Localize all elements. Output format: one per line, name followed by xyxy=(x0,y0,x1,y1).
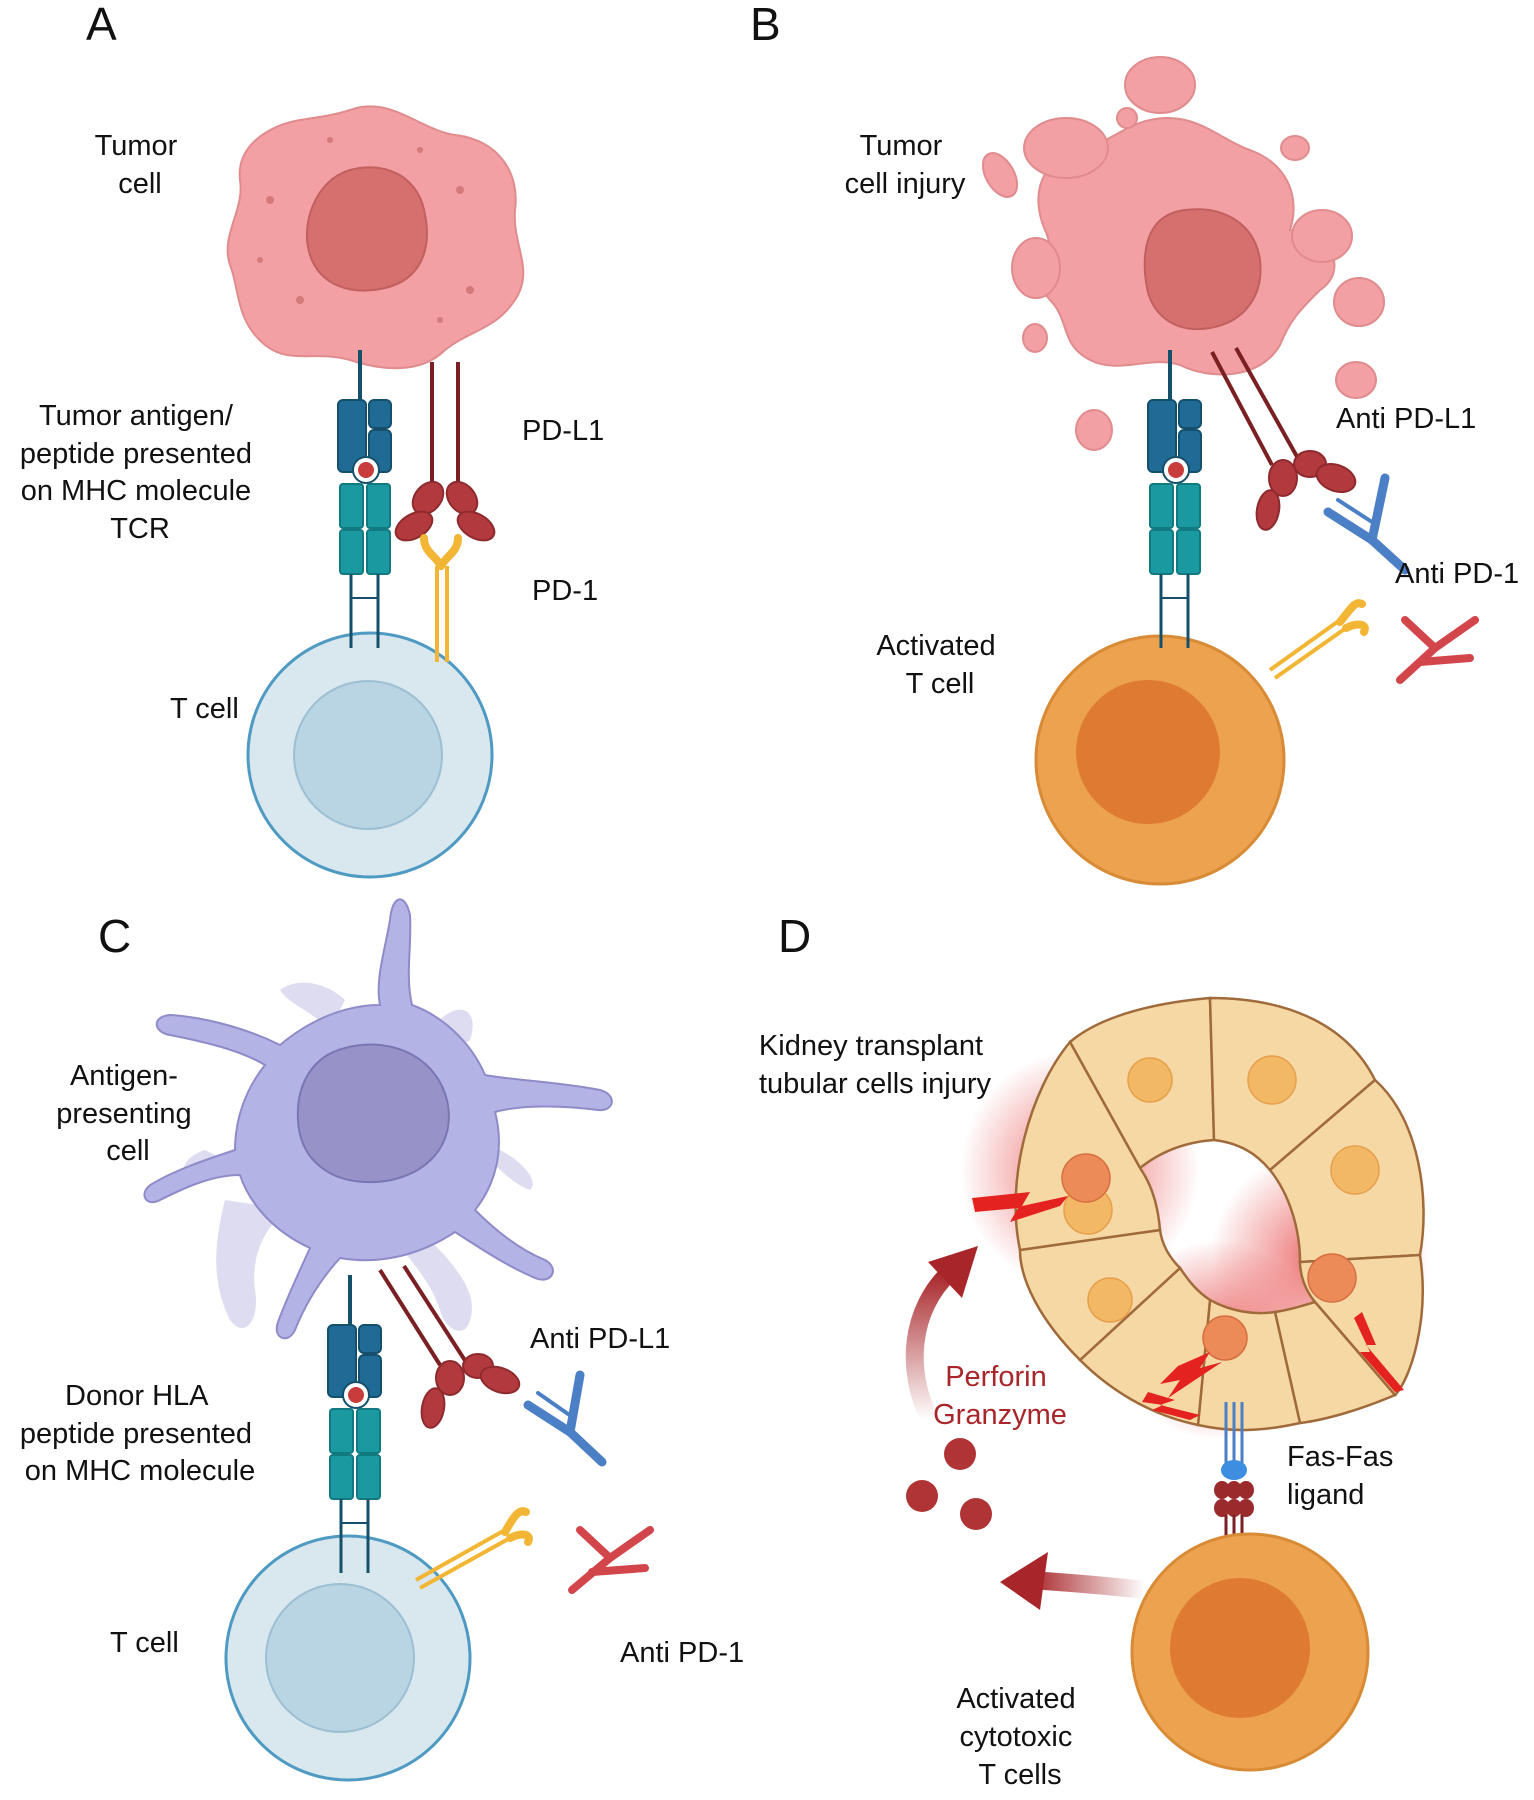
cytotoxic-t-cell xyxy=(1130,1532,1370,1772)
anti-pd1-antibody-c xyxy=(568,1526,654,1594)
cytotoxic-label: Activated cytotoxic T cells xyxy=(956,1683,1083,1791)
anti-pd1-label-c: Anti PD-1 xyxy=(620,1637,744,1669)
mhc-tcr-complex-b xyxy=(1146,348,1203,650)
tumor-cell-label: Tumor cell xyxy=(95,130,186,200)
panel-c: C Antigen- presenting cell T cell xyxy=(20,898,744,1782)
tumor-cell xyxy=(226,105,525,370)
pd1-receptor xyxy=(420,534,462,662)
tumor-nucleus xyxy=(305,166,428,292)
tumor-cell-injury xyxy=(981,56,1385,451)
pdl1-receptor-c xyxy=(378,1264,521,1429)
antigen-label: Tumor antigen/ peptide presented on MHC … xyxy=(20,400,260,545)
panel-d-letter: D xyxy=(778,910,811,962)
apc-label: Antigen- presenting cell xyxy=(56,1060,200,1167)
kidney-label: Kidney transplant tubular cells injury xyxy=(759,1030,992,1100)
pdl1-receptor xyxy=(394,362,496,542)
pd1-receptor-b xyxy=(1268,599,1369,680)
panel-c-letter: C xyxy=(98,910,131,962)
mhc-tcr-complex-c xyxy=(326,1273,383,1575)
injury-arrow xyxy=(905,1246,978,1425)
panel-d: D xyxy=(759,910,1430,1791)
apc-nucleus xyxy=(296,1043,450,1184)
anti-pdl1-label-c: Anti PD-L1 xyxy=(530,1323,670,1355)
lightning-icon xyxy=(972,1192,1404,1420)
anti-pd1-antibody-b xyxy=(1396,616,1479,684)
t-cell-label-c: T cell xyxy=(110,1627,179,1659)
pdl1-label: PD-L1 xyxy=(522,415,604,447)
t-cell-label: T cell xyxy=(170,693,239,725)
fas-label: Fas-Fas ligand xyxy=(1287,1441,1401,1511)
t-cell xyxy=(246,631,494,879)
pdl1-receptor-b xyxy=(1210,347,1357,531)
anti-pdl1-antibody-c xyxy=(523,1370,607,1467)
tumor-injury-label: Tumor cell injury xyxy=(845,130,966,200)
anti-pd1-label-b: Anti PD-1 xyxy=(1395,558,1519,590)
tubular-nuclei xyxy=(1061,1055,1380,1361)
anti-pdl1-antibody-b xyxy=(1323,473,1410,575)
donor-hla-label: Donor HLA peptide presented on MHC molec… xyxy=(20,1380,260,1487)
activated-t-cell-label: Activated T cell xyxy=(876,630,1003,700)
panel-a: A Tumor cell T cell xyxy=(20,0,604,879)
panel-a-letter: A xyxy=(86,0,117,50)
anti-pdl1-label-b: Anti PD-L1 xyxy=(1336,403,1476,435)
mhc-tcr-complex xyxy=(336,348,393,650)
perforin-granzyme-label: Perforin Granzyme xyxy=(933,1361,1067,1431)
tumor-nucleus-b xyxy=(1143,208,1262,331)
secretion-arrow xyxy=(1000,1552,1146,1610)
pd1-receptor-c xyxy=(415,1507,533,1590)
t-cell-c xyxy=(224,1534,472,1782)
pd1-label: PD-1 xyxy=(532,575,598,607)
activated-t-cell xyxy=(1034,634,1286,886)
granules xyxy=(906,1438,992,1530)
panel-b-letter: B xyxy=(750,0,781,50)
panel-b: B Tumor cell injury Activated xyxy=(750,0,1519,886)
